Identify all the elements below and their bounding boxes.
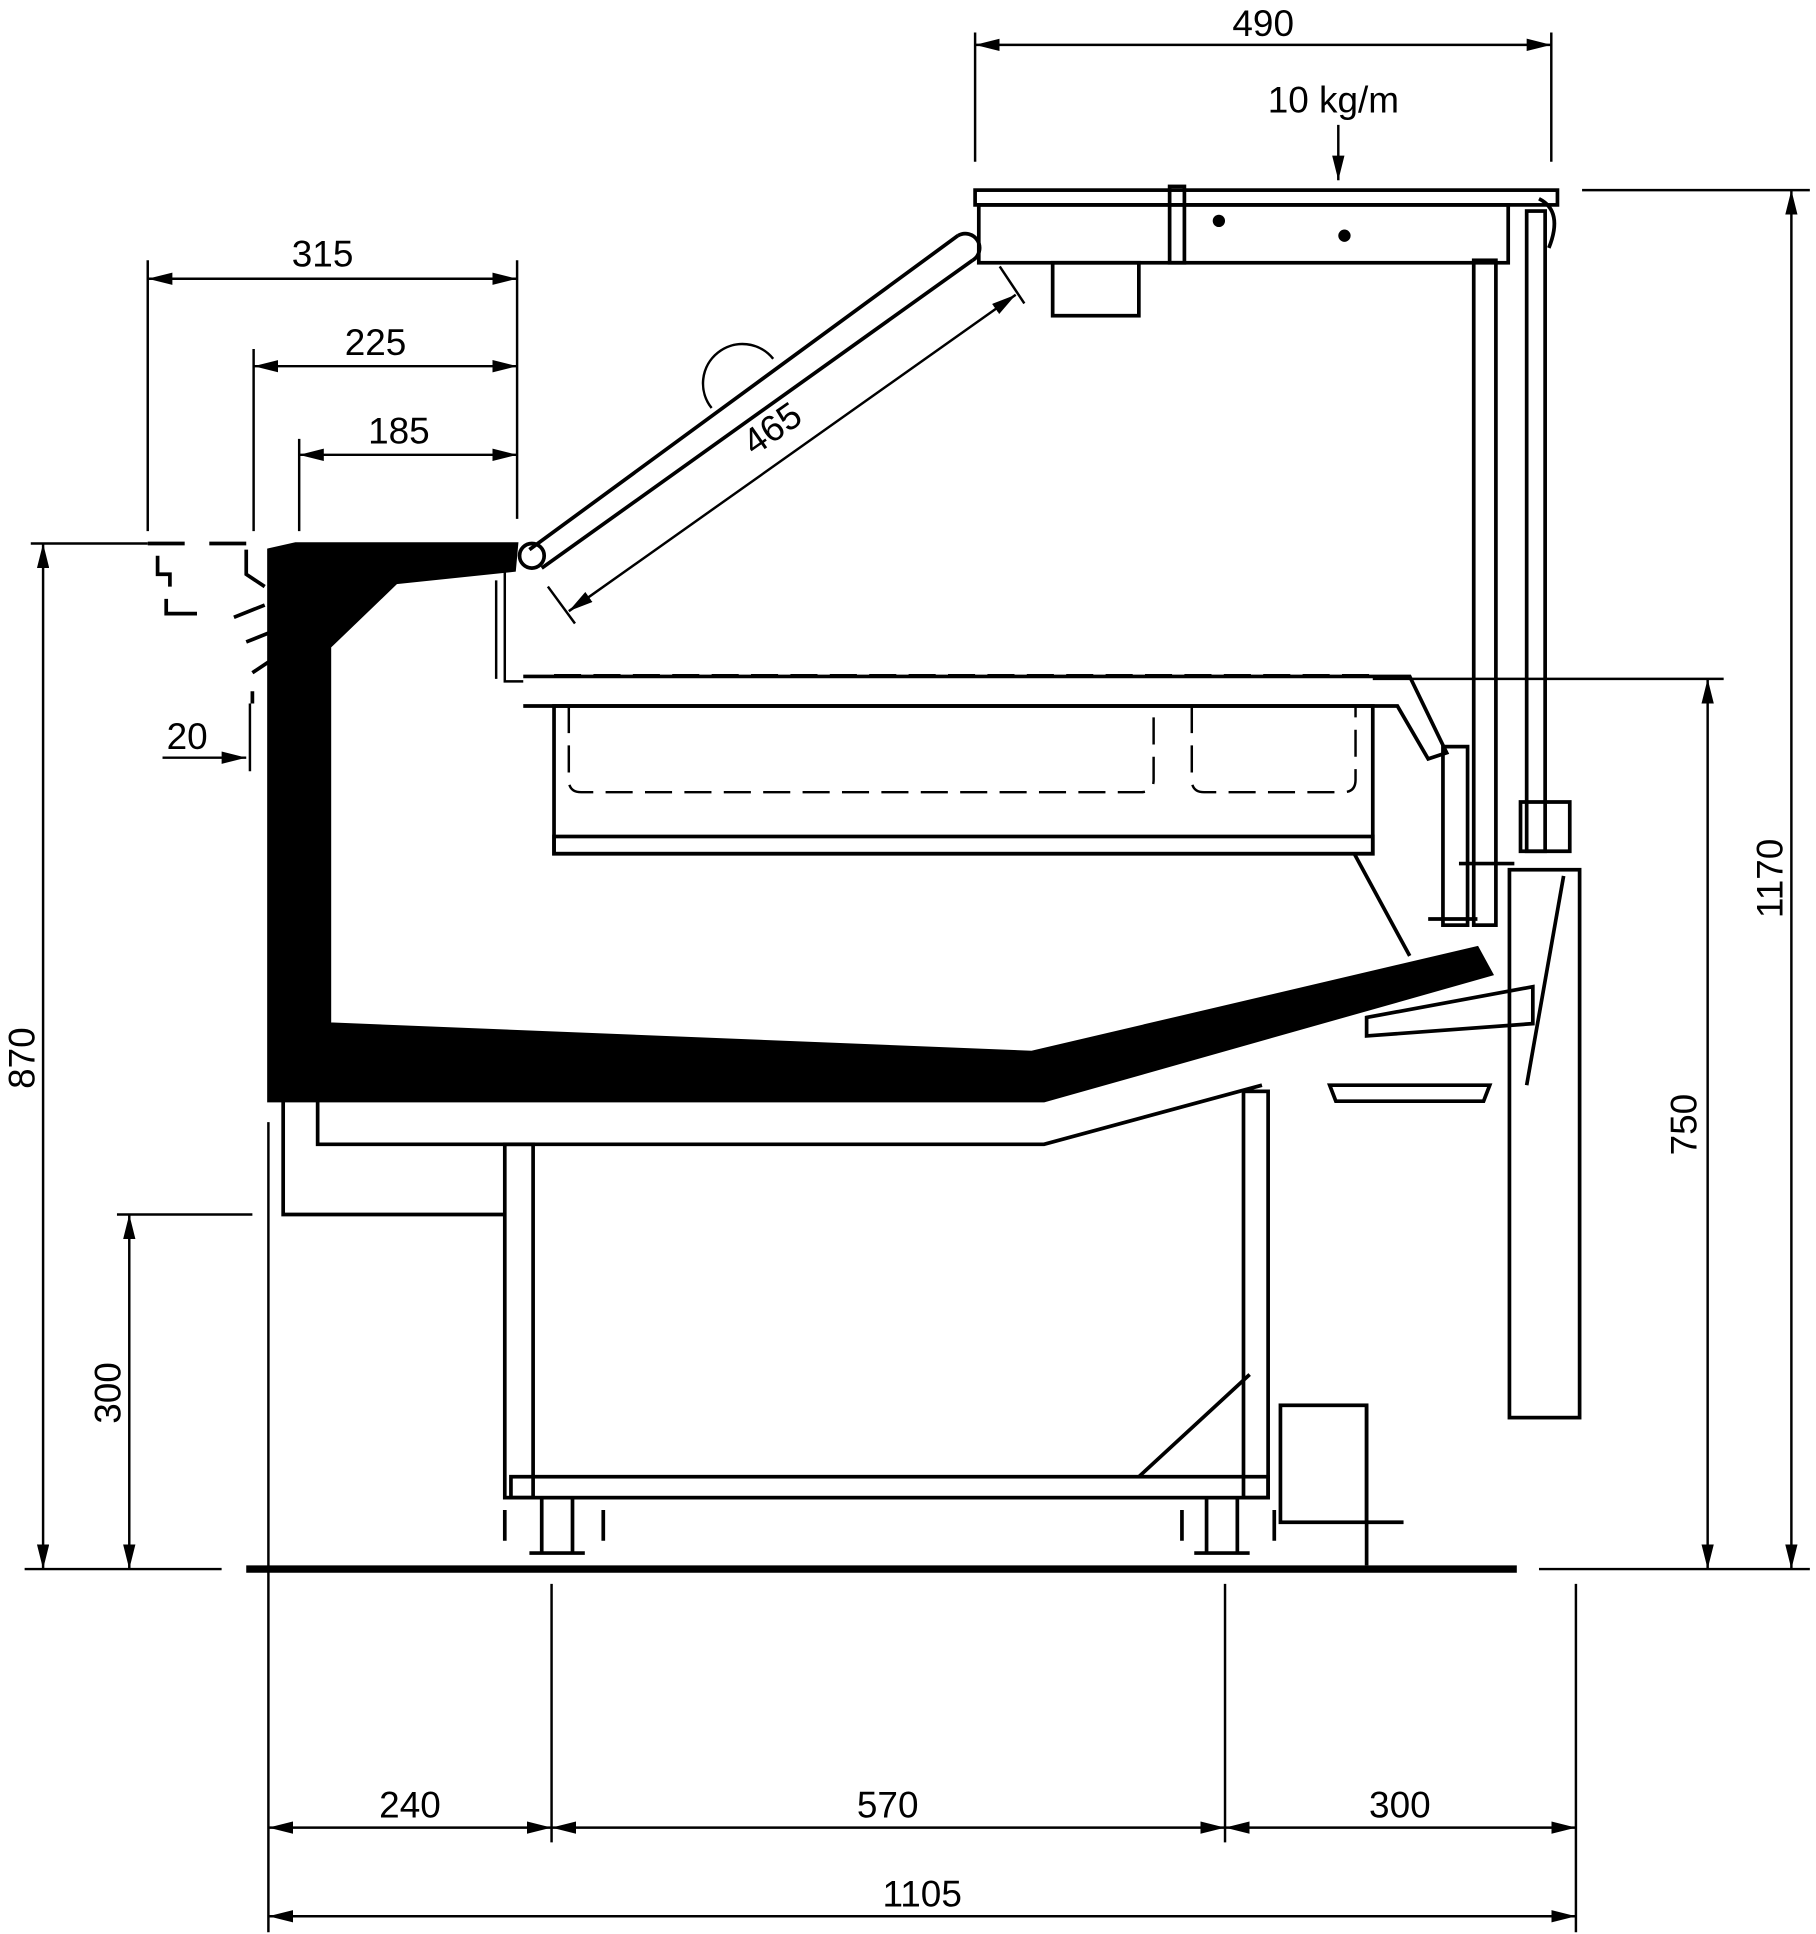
dim-label: 225	[345, 322, 407, 363]
dimension-300-height: 300	[88, 1213, 253, 1570]
dimension-225: 225	[252, 322, 518, 532]
load-label: 10 kg/m	[1268, 80, 1399, 121]
dimension-315: 315	[146, 233, 519, 532]
evaporator	[1326, 861, 1535, 1104]
dimension-1170: 1170	[1582, 188, 1810, 1570]
dim-label: 490	[1232, 3, 1294, 44]
dim-label: 315	[292, 233, 354, 274]
dim-label: 185	[368, 411, 430, 452]
dimension-465: 465	[546, 265, 1026, 625]
dim-label-1105: 1105	[882, 1873, 961, 1914]
dim-label-240: 240	[379, 1785, 441, 1826]
load-annotation: 10 kg/m	[1268, 80, 1399, 181]
dimension-490: 490	[973, 3, 1553, 162]
dim-label: 750	[1664, 1094, 1705, 1156]
dimension-185: 185	[297, 411, 518, 532]
dimension-750: 750	[1372, 677, 1810, 1571]
front-rail-profile	[147, 541, 524, 704]
dimension-870: 870	[1, 542, 222, 1571]
display-shelf	[523, 673, 1470, 957]
dim-label-300: 300	[1369, 1785, 1431, 1826]
bottom-dimensions: 240 570 300 1105	[267, 1122, 1578, 1933]
dim-label: 1170	[1750, 839, 1791, 918]
front-glass	[517, 231, 982, 570]
dim-label-570: 570	[857, 1785, 919, 1826]
dimension-20: 20	[162, 703, 252, 772]
rear-column	[1471, 209, 1582, 1420]
canopy	[973, 184, 1560, 318]
dim-label: 20	[167, 716, 208, 757]
insulated-tub	[267, 542, 1495, 1103]
base-frame	[281, 1083, 1404, 1566]
dim-label: 300	[88, 1362, 129, 1424]
dim-label: 465	[735, 394, 809, 463]
dim-label: 870	[1, 1027, 42, 1089]
